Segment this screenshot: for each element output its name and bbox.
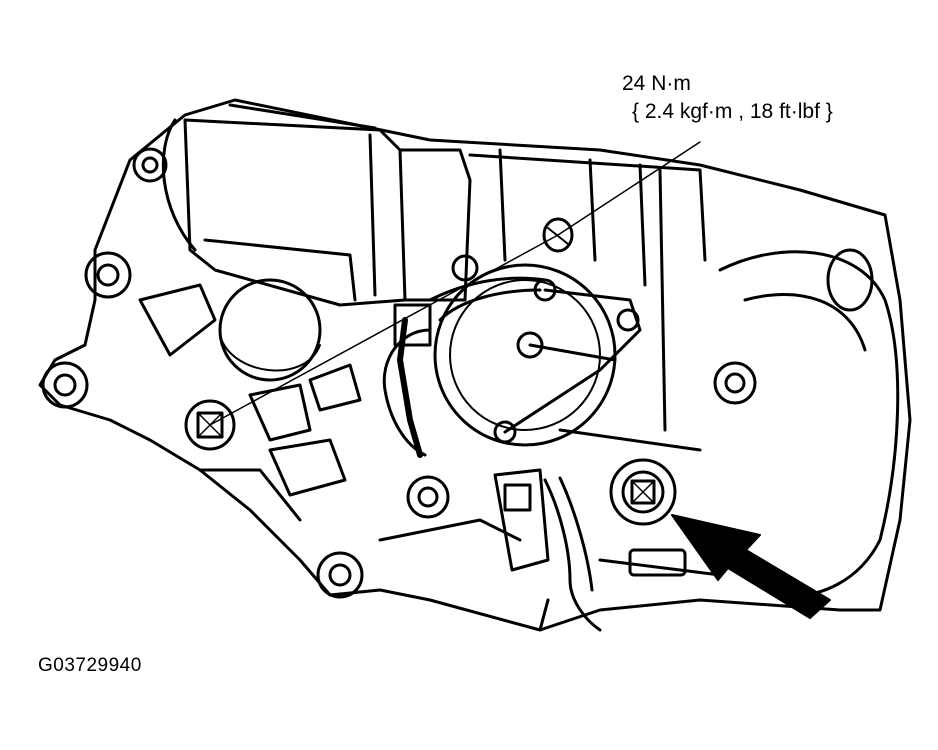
torque-conversions: { 2.4 kgf·m , 18 ft·lbf } xyxy=(632,100,833,123)
torque-leader-line xyxy=(209,141,701,426)
sensor-screw xyxy=(451,254,479,282)
bolt-upper xyxy=(542,217,574,253)
mounting-lug xyxy=(406,475,450,519)
mounting-lug xyxy=(84,251,132,299)
torque-spec-callout: 24 N·m { 2.4 kgf·m , 18 ft·lbf } xyxy=(622,70,833,126)
indicator-arrow xyxy=(671,514,831,619)
figure-id-label: G03729940 xyxy=(38,655,142,676)
housing-outline xyxy=(38,98,912,632)
wiring-harness xyxy=(382,328,432,457)
bolt-right xyxy=(609,458,677,526)
sensor-screw xyxy=(616,308,640,332)
harness-connector xyxy=(393,303,432,347)
lower-connector xyxy=(493,468,550,572)
housing-boss xyxy=(713,361,757,405)
bolt-left xyxy=(184,399,236,451)
right-bell-housing xyxy=(718,250,900,598)
motor-end-cap xyxy=(218,278,322,382)
mounting-lug xyxy=(316,551,364,599)
mounting-lug xyxy=(41,361,89,409)
motor-body xyxy=(183,118,407,307)
torque-primary: 24 N·m xyxy=(622,72,691,95)
